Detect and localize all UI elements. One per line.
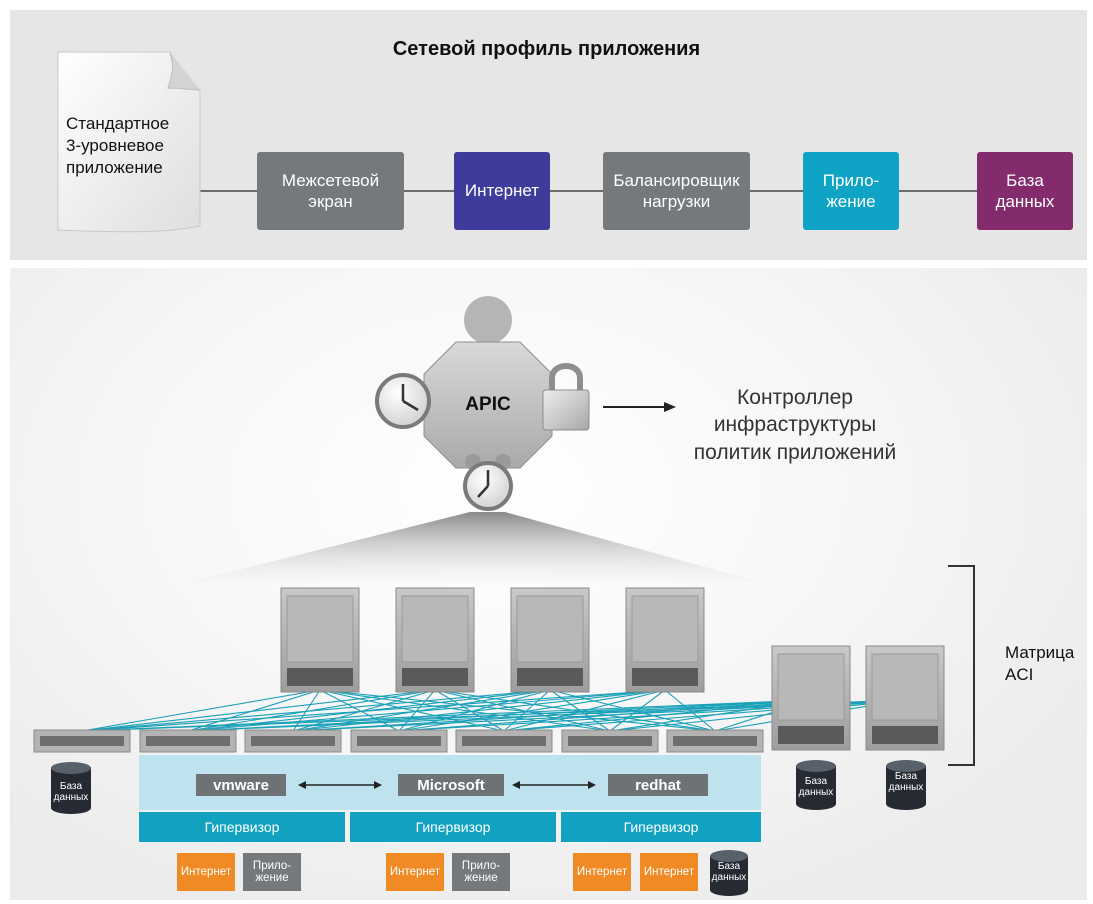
database-label: База данных	[53, 781, 89, 803]
tier-database: База данных	[977, 152, 1073, 230]
fabric-bracket	[948, 565, 975, 766]
hypervisor-bar: Гипервизор	[561, 812, 761, 842]
spine-switch	[395, 587, 475, 693]
spine-switch	[865, 645, 945, 751]
tier-application: Прило- жение	[803, 152, 899, 230]
leaf-switch	[33, 729, 131, 753]
database-icon	[51, 762, 91, 814]
leaf-switch	[244, 729, 342, 753]
fabric-link	[81, 689, 666, 732]
fabric-link	[319, 689, 400, 732]
leaf-switch	[350, 729, 448, 753]
fabric-link	[81, 699, 812, 732]
fabric-link	[81, 699, 906, 732]
fabric-link	[434, 689, 611, 732]
database-icon	[796, 760, 836, 810]
workload-internet: Интернет	[177, 853, 235, 891]
spine-switch	[771, 645, 851, 751]
fabric-link	[81, 689, 321, 732]
workload-internet: Интернет	[386, 853, 444, 891]
leaf-switch	[139, 729, 237, 753]
fabric-link	[398, 689, 666, 732]
fabric-label: Матрица ACI	[1005, 643, 1075, 685]
workload-application: Прило- жение	[243, 853, 301, 891]
workload-application: Прило- жение	[452, 853, 510, 891]
fabric-link	[81, 689, 436, 732]
database-label: База данных	[798, 776, 834, 798]
workload-internet: Интернет	[573, 853, 631, 891]
alarm-clock-icon	[463, 454, 513, 511]
fabric-link	[319, 689, 611, 732]
document-icon	[57, 51, 201, 233]
fabric-link	[319, 689, 505, 732]
leaf-switch	[666, 729, 764, 753]
fabric-link	[609, 699, 906, 732]
spine-switch	[280, 587, 360, 693]
vendor-redhat: redhat	[608, 774, 708, 796]
vm-arrow	[512, 781, 596, 789]
profile-title: Сетевой профиль приложения	[392, 38, 701, 60]
leaf-switch	[561, 729, 659, 753]
apic-description: Контроллер инфраструктуры политик прилож…	[693, 386, 897, 464]
hypervisor-bar: Гипервизор	[350, 812, 556, 842]
spine-switch	[510, 587, 590, 693]
workload-internet: Интернет	[640, 853, 698, 891]
apic-cone	[190, 512, 760, 582]
hypervisor-bar: Гипервизор	[139, 812, 345, 842]
tier-load-balancer: Балансировщик нагрузки	[603, 152, 750, 230]
tier-internet: Интернет	[454, 152, 550, 230]
workload-database: База данных	[711, 861, 747, 883]
fabric-links	[81, 689, 906, 732]
spine-switch	[625, 587, 705, 693]
document-text: Стандартное 3-уровневое приложение	[66, 114, 170, 178]
apic-label: APIC	[465, 394, 511, 415]
vm-arrow	[298, 781, 382, 789]
fabric-link	[292, 689, 321, 732]
vendor-microsoft: Microsoft	[398, 774, 504, 796]
fabric-link	[503, 689, 666, 732]
apic-arrow	[603, 402, 676, 412]
fabric-link	[319, 689, 716, 732]
database-label: База данных	[888, 771, 924, 793]
tier-firewall: Межсетевой экран	[257, 152, 404, 230]
clock-icon	[375, 373, 431, 429]
database-icon	[710, 850, 748, 896]
database-icon	[886, 760, 926, 810]
fabric-link	[81, 689, 551, 732]
lock-icon	[542, 363, 590, 431]
vendor-vmware: vmware	[196, 774, 286, 796]
leaf-switch	[455, 729, 553, 753]
